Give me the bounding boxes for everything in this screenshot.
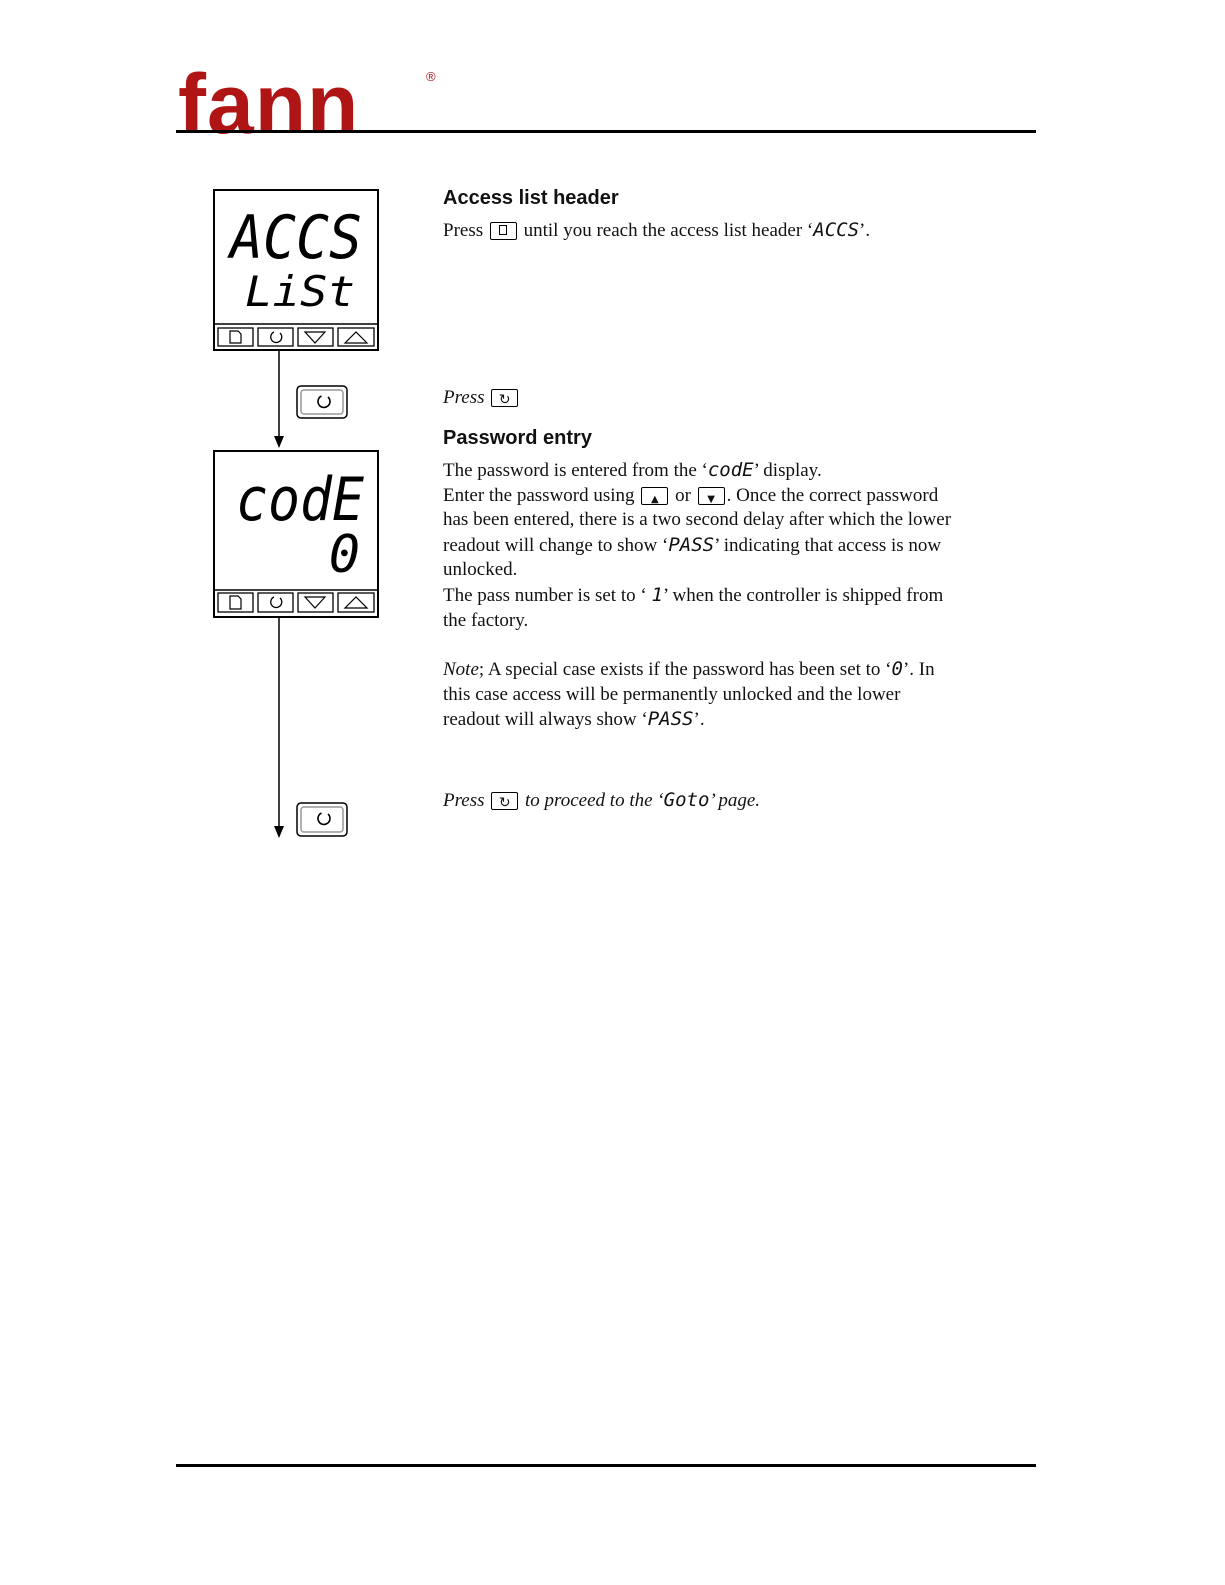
body-line: readout will change to show ‘PASS’ indic… bbox=[443, 533, 1013, 559]
scroll-button bbox=[296, 802, 348, 837]
footer-rule bbox=[176, 1464, 1036, 1467]
scroll-key-icon bbox=[491, 791, 519, 816]
text-segment: ’ when the controller is shipped from bbox=[662, 584, 944, 606]
body-line: The pass number is set to ‘ 1’ when the … bbox=[443, 583, 1013, 609]
scroll-key-icon bbox=[491, 388, 519, 413]
display-code: PASS bbox=[668, 533, 715, 556]
text-segment: or bbox=[675, 484, 691, 506]
page-key-icon bbox=[229, 595, 242, 610]
display-code: 0 bbox=[891, 658, 903, 680]
down-key-icon bbox=[303, 331, 327, 344]
scroll-icon bbox=[317, 395, 331, 409]
password-note: Note; A special case exists if the passw… bbox=[443, 657, 1013, 733]
password-entry-heading: Password entry bbox=[443, 427, 592, 449]
controller-display-password: codE 0 bbox=[213, 450, 379, 618]
text-segment: The pass number is set to ‘ bbox=[443, 584, 652, 606]
text-segment: The password is entered from the ‘ bbox=[443, 460, 708, 481]
password-entry-body: The password is entered from the ‘codE’ … bbox=[443, 458, 1013, 633]
body-line: Note; A special case exists if the passw… bbox=[443, 657, 1013, 683]
body-line: Enter the password using or . Once the c… bbox=[443, 484, 1013, 513]
text-segment: Enter the password using bbox=[443, 484, 635, 506]
down-key-icon bbox=[697, 486, 725, 512]
up-key-icon bbox=[343, 331, 369, 344]
text-segment: ’. bbox=[859, 220, 871, 241]
text-segment: readout will change to show ‘ bbox=[443, 534, 669, 556]
text-segment: ’ page. bbox=[709, 790, 761, 811]
scroll-key-icon bbox=[270, 331, 283, 344]
access-list-heading: Access list header bbox=[443, 187, 619, 209]
up-key-icon bbox=[641, 486, 669, 512]
controller-key-row bbox=[217, 592, 375, 613]
header-rule bbox=[176, 130, 1036, 133]
proceed-instruction: Press to proceed to the ‘Goto’ page. bbox=[443, 788, 1013, 816]
scroll-icon bbox=[317, 812, 331, 826]
text-segment: ’. bbox=[693, 709, 705, 731]
text-segment: ; A special case exists if the password … bbox=[478, 659, 892, 680]
access-list-instruction: Press until you reach the access list he… bbox=[443, 218, 1013, 244]
arrow-head bbox=[274, 826, 284, 838]
display-code: PASS bbox=[647, 708, 694, 731]
text-segment: . Once the correct password bbox=[726, 484, 939, 506]
text-segment: until you reach the access list header ‘ bbox=[523, 220, 814, 241]
arrow-head bbox=[274, 436, 284, 448]
display-lower-readout: 0 bbox=[329, 525, 360, 585]
body-line: unlocked. bbox=[443, 559, 518, 581]
scroll-button bbox=[296, 385, 348, 419]
display-code: Goto bbox=[663, 789, 710, 811]
body-line: has been entered, there is a two second … bbox=[443, 509, 952, 531]
controller-diagram: ACCS LiSt codE 0 bbox=[213, 189, 379, 838]
text-segment: ’ indicating that access is now bbox=[714, 534, 942, 556]
display-upper-readout: codE bbox=[236, 465, 364, 535]
text-segment: to proceed to the ‘ bbox=[525, 790, 664, 811]
controller-display-access: ACCS LiSt bbox=[213, 189, 379, 351]
body-line: the factory. bbox=[443, 609, 529, 631]
text-segment: readout will always show ‘ bbox=[443, 709, 648, 731]
body-line: The password is entered from the ‘codE’ … bbox=[443, 458, 1013, 484]
text-segment: Press bbox=[443, 220, 484, 241]
scroll-key-icon bbox=[270, 596, 283, 609]
display-code: codE bbox=[707, 459, 754, 481]
body-line: this case access will be permanently unl… bbox=[443, 683, 901, 705]
controller-key-row bbox=[217, 327, 375, 347]
text-segment: Press bbox=[443, 790, 485, 811]
body-line: readout will always show ‘PASS’. bbox=[443, 707, 1013, 733]
up-key-icon bbox=[343, 596, 369, 609]
page-key-icon bbox=[489, 222, 517, 240]
text-segment: Press bbox=[443, 387, 485, 408]
press-scroll-instruction: Press bbox=[443, 386, 1013, 413]
display-lower-readout: LiSt bbox=[245, 267, 355, 316]
display-code: 1 bbox=[651, 583, 663, 606]
note-label: Note bbox=[443, 659, 479, 680]
text-segment: ’ display. bbox=[753, 460, 822, 481]
down-key-icon bbox=[303, 596, 327, 609]
display-upper-readout: ACCS bbox=[226, 203, 362, 273]
display-code: ACCS bbox=[813, 219, 860, 241]
page-key-icon bbox=[229, 330, 242, 344]
text-segment: ’. In bbox=[902, 659, 935, 680]
registered-mark: ® bbox=[426, 69, 437, 84]
